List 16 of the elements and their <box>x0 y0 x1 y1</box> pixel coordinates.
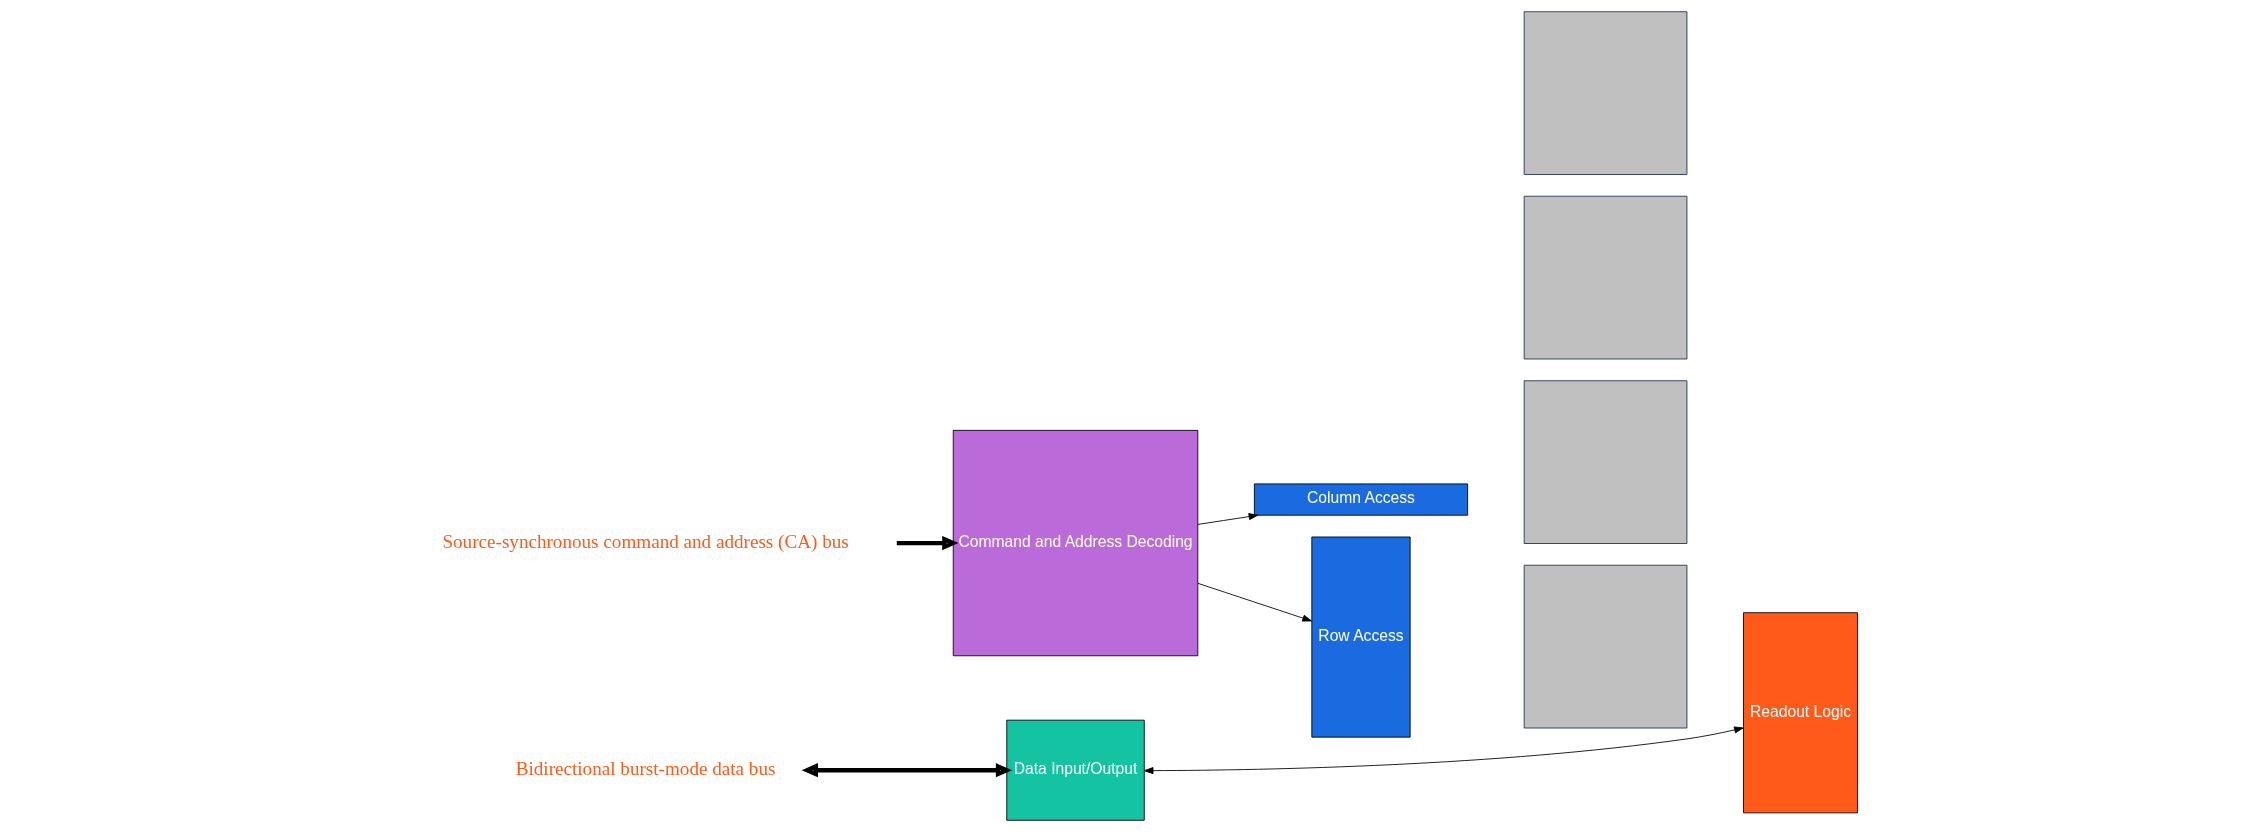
arrow <box>1197 513 1258 525</box>
node-box: Column Access <box>1253 483 1468 516</box>
arrow <box>1143 726 1744 775</box>
node-text: Source-synchronous command and address (CA) bus <box>441 530 849 552</box>
node-box <box>1523 380 1687 544</box>
node-box: Row Access <box>1310 536 1411 738</box>
node-box: Command and Address Decoding <box>952 429 1198 657</box>
arrow <box>896 535 958 551</box>
node-text: Bidirectional burst-mode data bus <box>515 758 775 780</box>
node-box <box>1523 11 1687 175</box>
node-box: Data Input/Output <box>1005 719 1145 821</box>
arrow <box>1197 582 1312 622</box>
node-box <box>1523 564 1687 729</box>
node-box <box>1523 195 1687 360</box>
node-box: Readout Logic <box>1742 612 1858 814</box>
arrow <box>801 763 1012 778</box>
